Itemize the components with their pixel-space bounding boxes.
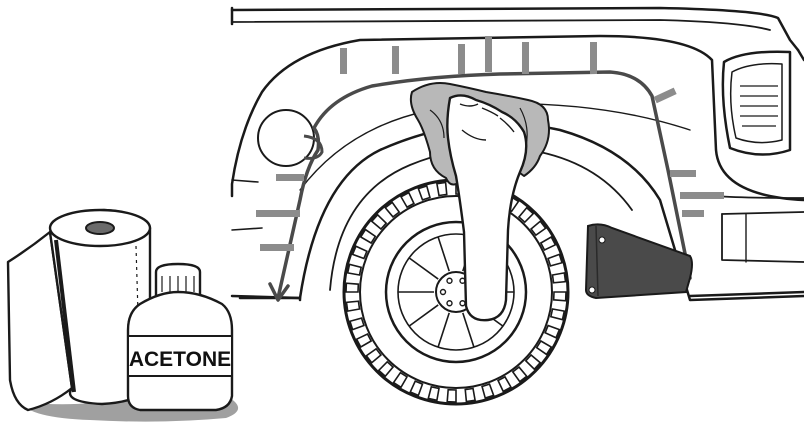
tape-strip <box>522 42 529 74</box>
fender-flare-piece <box>586 224 692 298</box>
tape-strip <box>654 88 677 104</box>
tape-strip <box>340 48 347 74</box>
tape-strip <box>670 170 696 177</box>
bottle-label: ACETONE <box>129 348 231 371</box>
lug-nut <box>447 301 452 306</box>
tape-strip <box>392 46 399 74</box>
headlight <box>723 52 790 155</box>
lug-nut <box>447 278 452 283</box>
tape-strip <box>590 42 597 74</box>
lug-nut <box>441 290 446 295</box>
tape-strip <box>260 244 294 251</box>
tape-strip <box>256 210 300 217</box>
tape-strip <box>458 44 465 74</box>
tape-strip <box>680 192 724 199</box>
tape-strip <box>276 174 304 181</box>
tape-strip <box>485 36 492 72</box>
lug-nut <box>460 301 465 306</box>
tape-strip <box>682 210 704 217</box>
